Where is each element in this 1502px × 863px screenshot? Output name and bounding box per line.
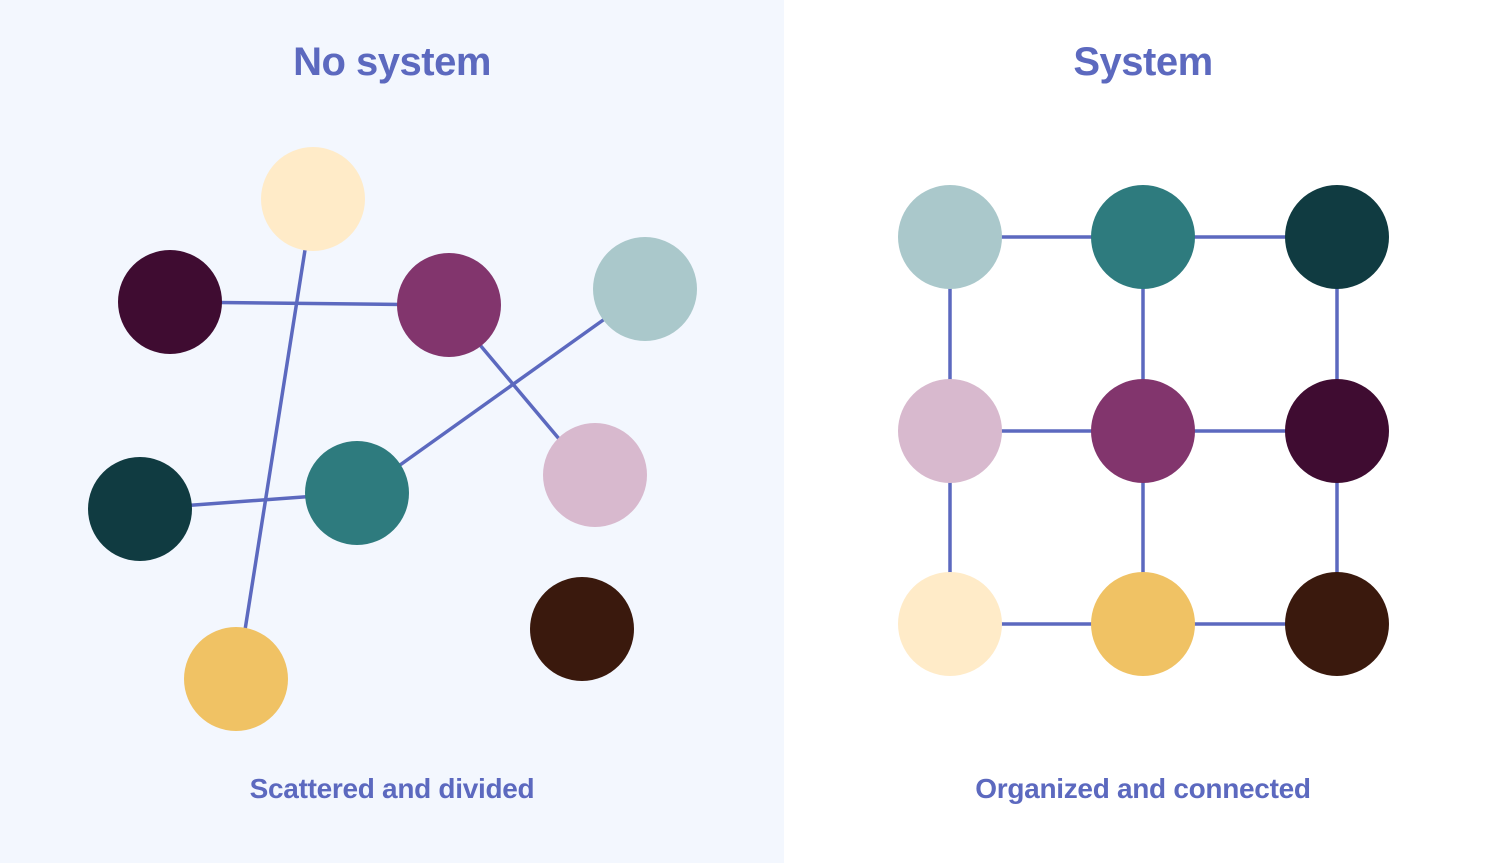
node-teal bbox=[305, 441, 409, 545]
node-plum-dark bbox=[118, 250, 222, 354]
node-mustard bbox=[184, 627, 288, 731]
node-forest-dark bbox=[88, 457, 192, 561]
node-mustard bbox=[1091, 572, 1195, 676]
system-nodes bbox=[898, 185, 1389, 676]
node-sage bbox=[593, 237, 697, 341]
no-system-caption: Scattered and divided bbox=[249, 773, 535, 804]
edge-sage-teal bbox=[398, 316, 608, 467]
node-forest-dark bbox=[1285, 185, 1389, 289]
edge-magenta-pink bbox=[478, 343, 562, 442]
node-cream bbox=[898, 572, 1002, 676]
node-magenta bbox=[397, 253, 501, 357]
node-espresso bbox=[1285, 572, 1389, 676]
no-system-title: No system bbox=[293, 40, 491, 84]
node-teal bbox=[1091, 185, 1195, 289]
node-cream bbox=[261, 147, 365, 251]
node-espresso bbox=[530, 577, 634, 681]
system-title: System bbox=[1073, 40, 1213, 84]
system-caption: Organized and connected bbox=[975, 773, 1311, 804]
edge-cream-mustard bbox=[243, 249, 307, 631]
node-magenta bbox=[1091, 379, 1195, 483]
node-plum-dark bbox=[1285, 379, 1389, 483]
no-system-nodes bbox=[88, 147, 697, 731]
node-pink bbox=[898, 379, 1002, 483]
node-pink bbox=[543, 423, 647, 527]
no-system-panel: No system Scattered and divided bbox=[0, 0, 784, 863]
node-sage bbox=[898, 185, 1002, 289]
